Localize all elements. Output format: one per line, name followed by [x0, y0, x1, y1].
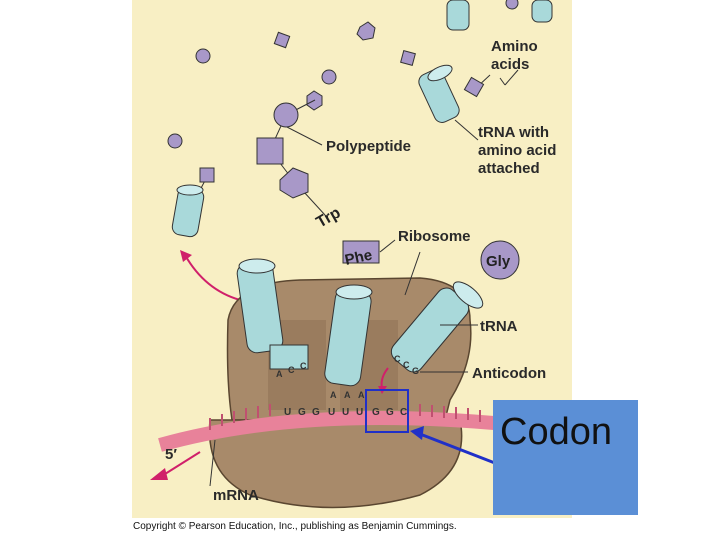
- trna-middle: [324, 284, 373, 387]
- label-trna-aa-line2: amino acid: [478, 142, 557, 159]
- svg-text:C: C: [403, 360, 410, 370]
- label-ribosome: Ribosome: [398, 228, 471, 245]
- svg-text:C: C: [300, 361, 307, 371]
- svg-text:A: A: [358, 390, 365, 400]
- trna-top-2: [505, 0, 553, 23]
- svg-text:A: A: [344, 390, 351, 400]
- mrna-base: G: [372, 407, 380, 418]
- codon-highlight-box: [365, 389, 409, 433]
- label-amino-acids-line2: acids: [491, 56, 530, 73]
- label-mrna: mRNA: [213, 487, 259, 504]
- exit-arrow: [184, 254, 241, 301]
- gly-label: Gly: [486, 253, 511, 270]
- codon-pointer-line: [419, 432, 501, 467]
- label-trna: tRNA: [480, 318, 518, 335]
- label-anticodon: Anticodon: [472, 365, 547, 382]
- codon-pointer-arrowhead: [410, 426, 424, 440]
- mrna-base: C: [400, 407, 407, 418]
- svg-text:A: A: [276, 369, 283, 379]
- departing-trna: [171, 167, 215, 238]
- phe-label: Phe: [343, 247, 373, 269]
- trna-with-amino-acid: [418, 64, 491, 123]
- mrna-base: U: [284, 407, 291, 418]
- gly-amino-acid: [480, 240, 520, 280]
- mrna-base: U: [356, 407, 363, 418]
- codon-callout-box: [493, 400, 638, 515]
- trna-left: [236, 258, 309, 370]
- leader-lines: [209, 69, 519, 487]
- codon-callout-label: Codon: [500, 411, 612, 453]
- copyright-notice: Copyright © Pearson Education, Inc., pub…: [133, 521, 457, 532]
- mrna-codon-bases: U G G U U U G G C: [284, 407, 407, 418]
- trna-middle-anticodon: A A A: [330, 390, 365, 400]
- mrna-base: G: [298, 407, 306, 418]
- mrna-base: U: [342, 407, 349, 418]
- svg-text:C: C: [394, 354, 401, 364]
- trna-top-1: [446, 0, 470, 31]
- label-trna-aa-line3: attached: [478, 160, 540, 177]
- svg-text:A: A: [330, 390, 337, 400]
- label-amino-acids-line1: Amino: [491, 38, 538, 55]
- mrna-base: G: [386, 407, 394, 418]
- mrna-base: U: [328, 407, 335, 418]
- polypeptide-chain: [256, 99, 326, 216]
- mrna-base-teeth: [209, 404, 481, 430]
- trna-left-anticodon: A C C: [276, 361, 307, 379]
- trna-right: [390, 281, 484, 373]
- label-trna-aa-line1: tRNA with: [478, 124, 550, 141]
- label-polypeptide: Polypeptide: [326, 138, 412, 155]
- svg-text:C: C: [288, 365, 295, 375]
- svg-text:G: G: [412, 366, 419, 376]
- mrna-base: G: [312, 407, 320, 418]
- label-five-prime: 5′: [165, 446, 177, 463]
- trna-right-anticodon: C C G: [394, 354, 419, 376]
